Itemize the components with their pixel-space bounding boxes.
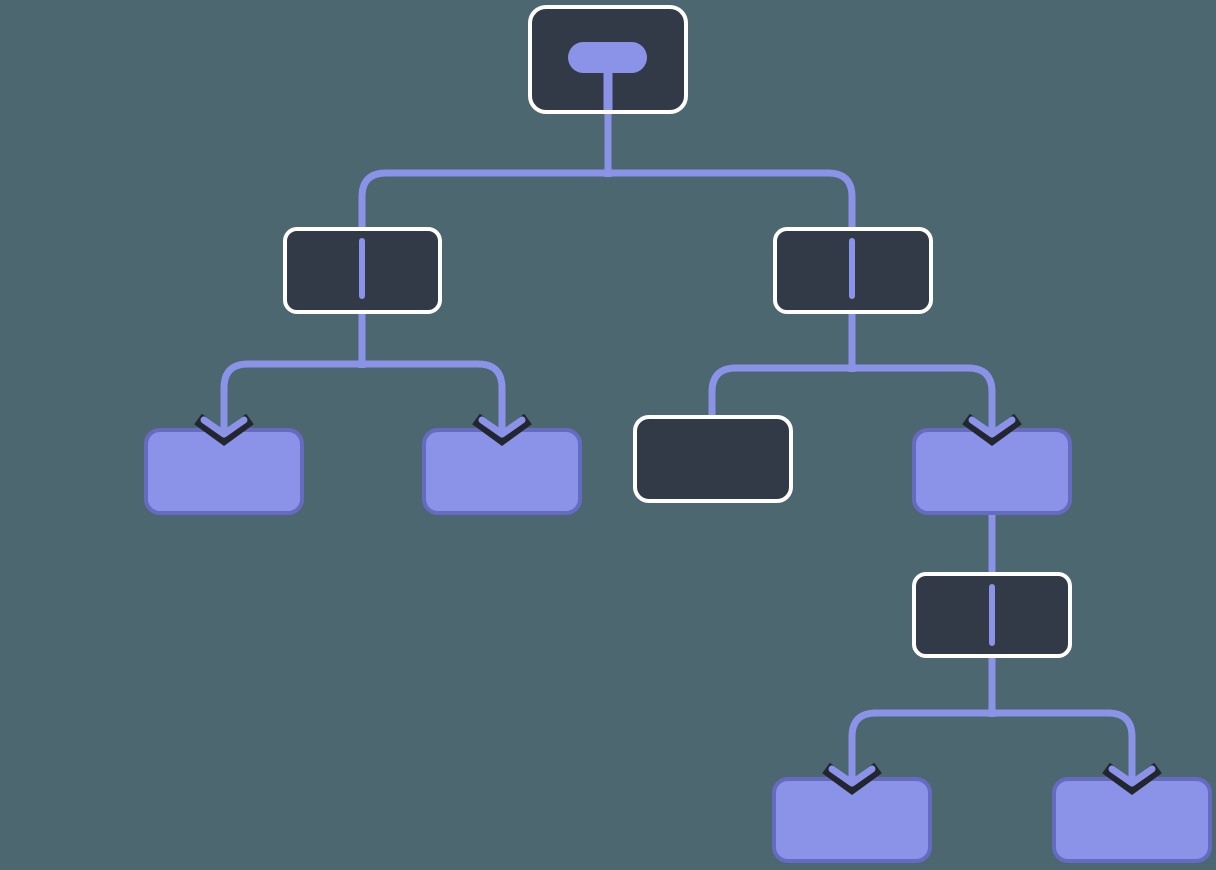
chevron-down-icon — [828, 765, 876, 787]
edge-internal-right-branch — [708, 364, 996, 430]
node-leaf-1-fill — [146, 430, 302, 513]
edge-internal-left-branch — [220, 360, 506, 430]
arrow-into-branch-purple — [962, 398, 1022, 447]
connector-layer — [220, 110, 1136, 779]
pill-icon — [568, 42, 647, 73]
arrow-into-leaf-4 — [1102, 747, 1162, 796]
node-internal-left-border — [283, 227, 442, 314]
arrow-into-leaf-3 — [822, 747, 882, 796]
arrow-into-leaf-2 — [472, 398, 532, 447]
node-internal-bottom-border — [912, 572, 1072, 658]
node-leaf-4-fill — [1054, 779, 1210, 861]
chevron-down-icon — [968, 416, 1016, 438]
marker-layer — [359, 42, 995, 646]
node-internal-right-border — [773, 227, 933, 314]
node-branch-purple-fill — [914, 430, 1070, 513]
edge-root-branch — [358, 169, 856, 229]
chevron-down-icon — [1108, 765, 1156, 787]
arrow-layer — [194, 398, 1162, 796]
arrow-into-leaf-1 — [194, 398, 254, 447]
chevron-down-icon — [478, 416, 526, 438]
edge-internal-bottom-branch — [848, 709, 1136, 779]
node-leaf-dark-fill — [635, 417, 791, 501]
node-leaf-3-fill — [774, 779, 930, 861]
chevron-down-icon — [200, 416, 248, 438]
node-root-border — [528, 5, 688, 114]
node-leaf-dark-border — [633, 415, 793, 503]
node-leaf-2-fill — [424, 430, 580, 513]
